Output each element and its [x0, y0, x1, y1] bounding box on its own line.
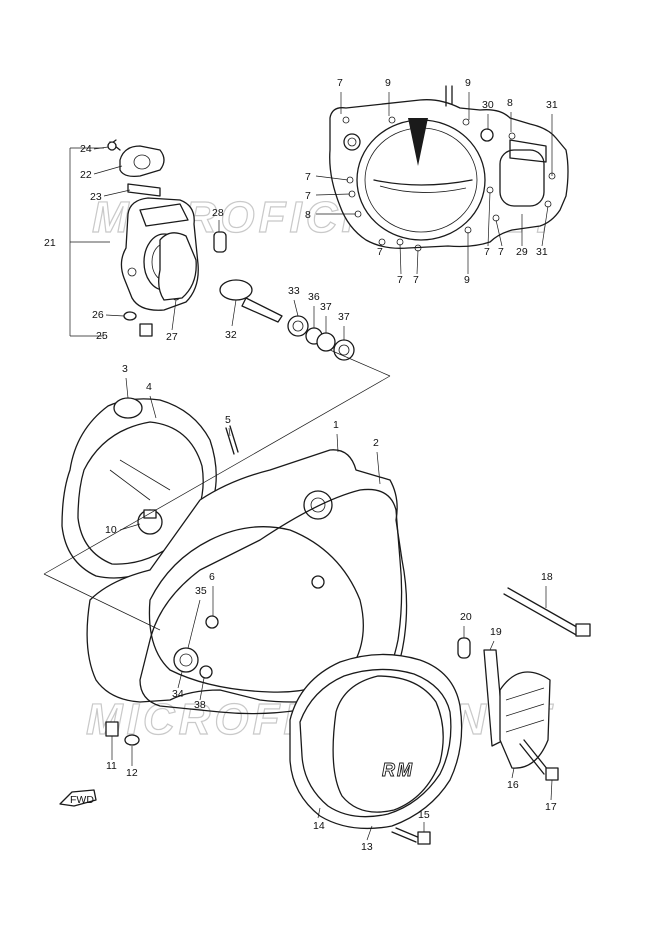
label-29: 29	[516, 246, 528, 258]
label-11: 11	[106, 760, 117, 772]
label-7: 7	[498, 246, 504, 258]
labels: 7 9 9 30 8 31 7 7 8 7 7 7 9 7 7 29 31 24	[44, 77, 558, 853]
label-8: 8	[305, 209, 311, 221]
label-7: 7	[337, 77, 343, 89]
label-4: 4	[146, 381, 152, 393]
label-34: 34	[172, 688, 184, 700]
label-32: 32	[225, 329, 237, 341]
outer-cover: RM	[289, 653, 463, 830]
label-8: 8	[507, 97, 513, 109]
label-37: 37	[338, 311, 350, 323]
label-6: 6	[209, 571, 215, 583]
label-22: 22	[80, 169, 92, 181]
label-13: 13	[361, 841, 373, 853]
label-9: 9	[464, 274, 470, 286]
label-30: 30	[482, 99, 494, 111]
group-brackets	[43, 147, 391, 631]
side-guard	[457, 637, 551, 769]
label-12: 12	[126, 767, 138, 779]
crankcase	[86, 449, 408, 703]
label-36: 36	[308, 291, 320, 303]
label-31: 31	[546, 99, 558, 111]
label-17: 17	[545, 801, 557, 813]
label-31: 31	[536, 246, 548, 258]
label-7: 7	[305, 190, 311, 202]
water-pump-group	[107, 139, 227, 337]
label-28: 28	[212, 207, 224, 219]
label-5: 5	[225, 414, 231, 426]
clutch-cover	[329, 85, 569, 252]
label-15: 15	[418, 809, 430, 821]
pump-shaft	[219, 279, 355, 361]
label-23: 23	[90, 191, 102, 203]
label-18: 18	[541, 571, 553, 583]
label-37: 37	[320, 301, 332, 313]
label-21: 21	[44, 237, 56, 249]
label-38: 38	[194, 699, 206, 711]
dowel-pins	[225, 425, 239, 455]
label-24: 24	[80, 143, 92, 155]
label-7: 7	[305, 171, 311, 183]
label-35: 35	[195, 585, 207, 597]
label-26: 26	[92, 309, 104, 321]
cover-logo: RM	[382, 760, 414, 780]
label-14: 14	[313, 820, 325, 832]
bolts	[105, 587, 591, 845]
gasket	[139, 488, 403, 715]
label-9: 9	[385, 77, 391, 89]
label-9: 9	[465, 77, 471, 89]
label-16: 16	[507, 779, 519, 791]
fwd-label: FWD	[70, 794, 94, 806]
label-25: 25	[96, 330, 108, 342]
label-7: 7	[397, 274, 403, 286]
label-33: 33	[288, 285, 300, 297]
label-1: 1	[333, 419, 339, 431]
label-10: 10	[105, 524, 117, 536]
label-20: 20	[460, 611, 472, 623]
label-7: 7	[413, 274, 419, 286]
label-19: 19	[490, 626, 502, 638]
label-3: 3	[122, 363, 128, 375]
label-2: 2	[373, 437, 379, 449]
label-7: 7	[484, 246, 490, 258]
label-27: 27	[166, 331, 178, 343]
fwd-arrow: FWD	[59, 789, 97, 807]
label-7: 7	[377, 246, 383, 258]
